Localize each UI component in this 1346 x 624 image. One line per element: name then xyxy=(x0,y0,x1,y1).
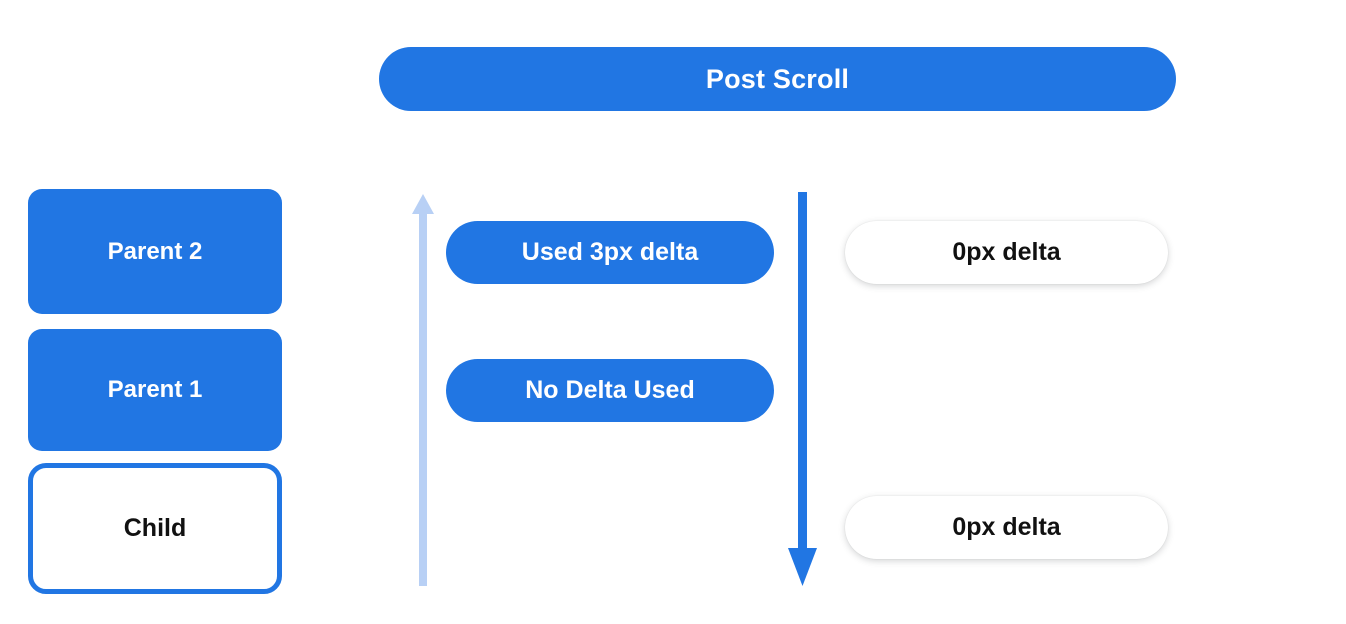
scroll-down-arrow-icon xyxy=(788,192,817,586)
pill-no-delta-used: No Delta Used xyxy=(446,359,774,422)
post-scroll-banner: Post Scroll xyxy=(379,47,1176,111)
stack-box-child-label: Child xyxy=(123,514,187,542)
pill-0px-delta-top-label: 0px delta xyxy=(952,238,1061,266)
pill-used-3px-delta: Used 3px delta xyxy=(446,221,774,284)
stack-box-parent-1-label: Parent 1 xyxy=(107,376,203,403)
stack-box-parent-2-label: Parent 2 xyxy=(107,237,203,265)
pill-0px-delta-bottom: 0px delta xyxy=(845,496,1168,559)
post-scroll-banner-label: Post Scroll xyxy=(705,63,850,94)
scroll-up-arrow-icon xyxy=(412,194,434,586)
stack-box-parent-2: Parent 2 xyxy=(28,189,282,314)
pill-0px-delta-bottom-label: 0px delta xyxy=(952,513,1061,541)
stack-box-parent-1: Parent 1 xyxy=(28,329,282,451)
pill-0px-delta-top: 0px delta xyxy=(845,221,1168,284)
stack-box-child: Child xyxy=(28,463,282,594)
pill-no-delta-used-label: No Delta Used xyxy=(525,376,695,404)
pill-used-3px-delta-label: Used 3px delta xyxy=(521,238,699,266)
